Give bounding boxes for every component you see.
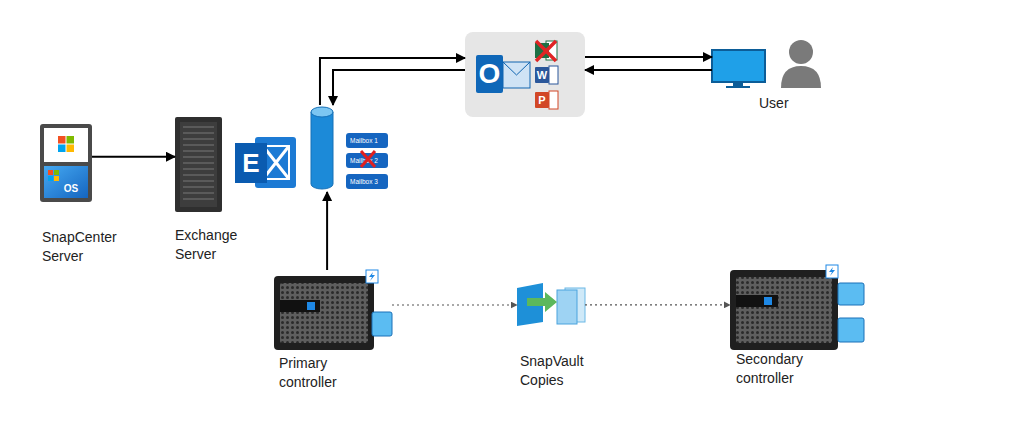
vendor-logo	[764, 297, 772, 305]
secondary-controller-chassis	[730, 265, 864, 350]
disk-drive	[838, 283, 864, 305]
logo-band	[280, 300, 320, 312]
copy-arrow	[527, 292, 557, 312]
logo-front	[235, 143, 267, 183]
node-caption: SnapVault Copies	[520, 352, 598, 390]
server-panel	[44, 128, 88, 162]
primary-controller-chassis	[274, 270, 392, 350]
monitor-base	[726, 86, 750, 88]
app-icon-letter: O	[476, 55, 503, 93]
person-head	[789, 40, 813, 64]
status-tab	[826, 265, 838, 278]
windows-logo-tile	[48, 176, 53, 181]
node-caption: Primary controller	[279, 354, 359, 392]
os-badge: OS	[58, 183, 84, 195]
outlook-envelope	[503, 62, 530, 88]
mailbox-box: Mailbox 1	[346, 133, 388, 148]
envelope-flap	[503, 62, 530, 75]
snapcenter-server-icon	[40, 124, 92, 202]
node-caption: Exchange Server	[175, 226, 247, 264]
flow-arrow	[585, 69, 712, 71]
user-node: User	[712, 40, 825, 88]
monitor-screen	[712, 50, 765, 82]
windows-logo-tile	[54, 170, 59, 175]
app-icon-letter: P	[535, 92, 549, 108]
flow-arrow	[585, 56, 712, 58]
os-panel	[44, 166, 88, 198]
tower-vents	[183, 127, 214, 199]
disk-drive	[372, 312, 392, 336]
monitor-stand	[733, 82, 743, 86]
flow-arrow	[326, 192, 328, 270]
logo-letter: E	[235, 143, 267, 183]
replication-connector	[392, 304, 517, 305]
excel-page	[546, 41, 557, 60]
node-caption: User	[759, 94, 819, 113]
person-body	[781, 66, 821, 88]
cylinder-body	[311, 112, 333, 189]
mailbox-label: Mailbox 1	[346, 133, 388, 148]
chassis-grille	[736, 277, 832, 343]
tower-case	[175, 117, 222, 212]
office-icon-details	[503, 41, 558, 109]
copy-page	[557, 290, 577, 324]
flow-arrow	[92, 156, 175, 158]
node-caption: Secondary controller	[736, 350, 818, 388]
office-apps-box: O WP	[465, 32, 585, 117]
windows-logo-tile	[54, 176, 59, 181]
windows-logo-tile	[48, 170, 53, 175]
database-group: Mailbox 1 Mailbox 2 Mailbox 3	[308, 105, 390, 192]
mailbox-label: Mailbox 3	[346, 174, 388, 189]
status-bolt	[369, 272, 375, 281]
cylinder-top	[311, 107, 333, 117]
logo-band	[736, 295, 778, 307]
vendor-logo	[307, 302, 315, 310]
windows-logo-tile	[67, 145, 75, 153]
user-icon	[712, 40, 821, 88]
app-icon-letter: W	[535, 67, 549, 83]
replication-connector	[585, 304, 730, 305]
windows-logo-tile	[58, 136, 66, 144]
connector-group	[92, 57, 730, 305]
database-cylinder	[311, 107, 333, 189]
windows-logo-tile	[67, 136, 75, 144]
status-bolt	[829, 267, 835, 276]
deleted-mark	[361, 151, 375, 167]
exchange-server-tower	[175, 117, 222, 212]
storage-controller: Primary controller	[274, 270, 392, 350]
storage-controller: Secondary controller	[730, 265, 865, 350]
powerpoint-page	[549, 91, 558, 109]
flow-arrow	[333, 70, 465, 105]
server-frame	[40, 124, 92, 202]
snapvault-copies: SnapVault Copies	[517, 282, 585, 326]
windows-logo-tile	[58, 145, 66, 153]
status-tab	[366, 270, 378, 283]
exchange-logo	[235, 137, 296, 188]
mailbox-box: Mailbox 3	[346, 174, 388, 189]
excel-icon	[535, 43, 549, 58]
server-node: Exchange Server	[175, 117, 222, 212]
snapvault-icon	[517, 283, 585, 326]
deleted-mark	[536, 41, 556, 61]
chassis	[730, 270, 838, 350]
node-caption: SnapCenter Server	[42, 228, 126, 266]
mailbox-box: Mailbox 2	[346, 153, 388, 168]
mailbox-label: Mailbox 2	[346, 153, 388, 168]
flow-arrow	[320, 58, 465, 105]
word-page	[549, 66, 558, 84]
chassis-grille	[280, 283, 368, 343]
tower-front	[180, 122, 217, 207]
chassis	[274, 276, 374, 350]
disk-drive	[838, 318, 864, 342]
